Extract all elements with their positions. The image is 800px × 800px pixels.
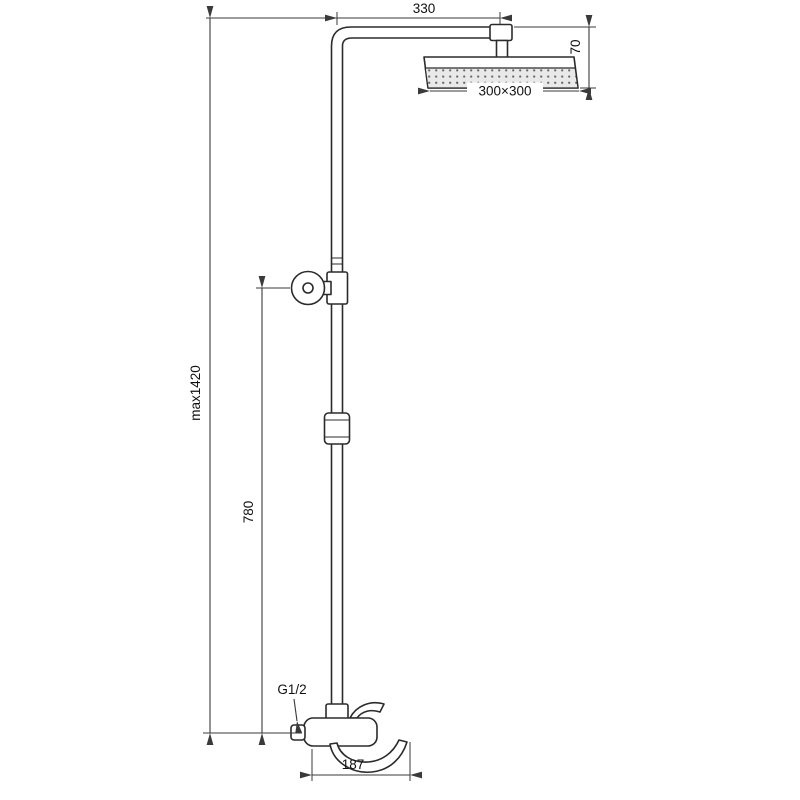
slider-body	[323, 412, 351, 445]
riser-pipe	[330, 26, 493, 707]
mixer-handle-lever	[349, 702, 385, 719]
mixer-body	[303, 717, 378, 747]
callout-g12: G1/2	[277, 682, 307, 734]
dim-300x300-label: 300×300	[479, 84, 532, 99]
dimension-330: 330	[206, 1, 512, 25]
slider-clamp	[323, 412, 351, 445]
dim-187-label: 187	[342, 757, 365, 772]
dimension-780: 780	[241, 276, 290, 745]
dimension-300x300: 300×300	[418, 82, 591, 100]
dim-max1420-label: max1420	[188, 365, 203, 421]
holder-knob-hub	[302, 282, 314, 294]
shower-structure	[290, 23, 579, 773]
pipe-inner-line	[341, 37, 493, 707]
dimension-70: 70	[514, 14, 596, 100]
dim-780-label: 780	[241, 501, 256, 524]
tub-spout	[329, 739, 408, 773]
mixer-assembly	[290, 702, 408, 773]
pipe-outer-line	[330, 26, 493, 707]
head-stem	[495, 39, 509, 59]
g12-label: G1/2	[277, 682, 306, 697]
dim-70-label: 70	[568, 39, 583, 54]
dimension-187: 187	[300, 742, 422, 781]
dim-330-label: 330	[413, 1, 436, 16]
label-background	[467, 82, 543, 100]
dimension-max1420: max1420	[188, 5, 302, 745]
dimensions: 330 70 300×300 max1420 780	[188, 1, 596, 781]
arm-connector	[489, 23, 513, 59]
arm-end-cap	[489, 23, 513, 42]
hand-shower-holder	[290, 270, 349, 306]
leader-line	[293, 698, 302, 734]
